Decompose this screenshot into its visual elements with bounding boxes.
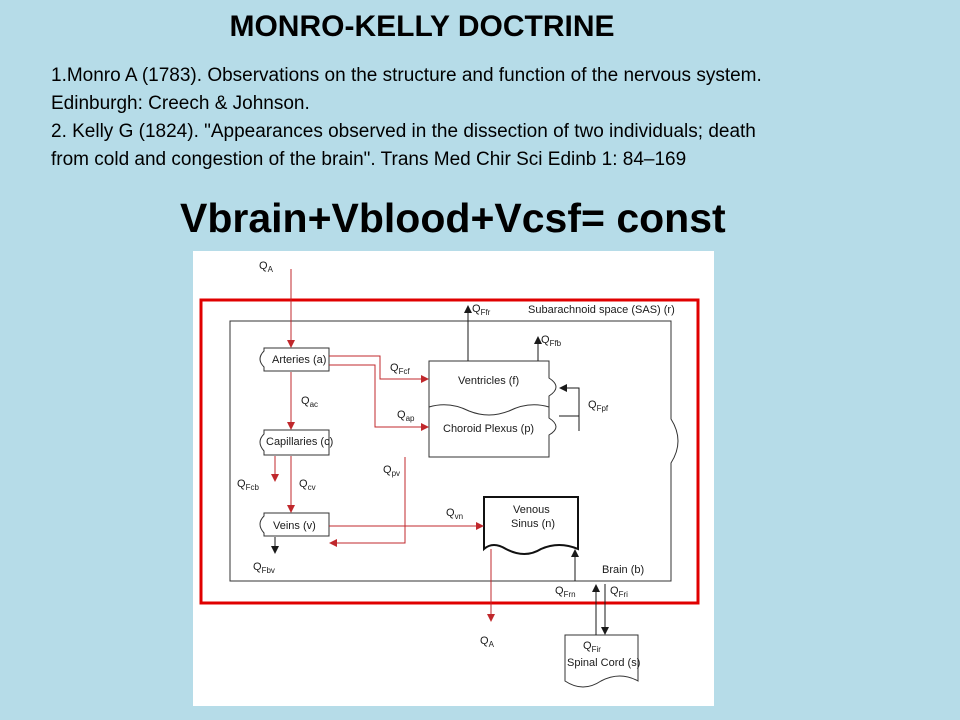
flow-arrow [329,457,406,547]
flow-label-qvn: Qvn [446,507,463,521]
label-veins: Veins (v) [273,520,316,532]
ventricles-choroid-divider [428,404,550,416]
flow-label-qfrn: QFrn [555,585,576,599]
flow-label-qfbv: QFbv [253,561,275,575]
reference-line: Edinburgh: Creech & Johnson. [51,93,310,114]
monro-kellie-diagram: Arteries (a) Capillaries (c) Veins (v) V… [193,251,714,706]
flow-label-qap: Qap [397,409,415,423]
flow-label-qfpf: QFpf [588,399,609,413]
reference-line: 1.Monro A (1783). Observations on the st… [51,65,762,86]
capillaries-box [259,429,330,456]
flow-label-qfri: QFri [610,585,628,599]
label-venous: Venous [513,504,550,516]
brain-boundary [229,320,679,582]
flow-label-qfir: QFir [583,640,601,654]
veins-box [259,512,330,537]
reference-line: from cold and congestion of the brain". … [51,149,687,170]
venous-sinus-box [483,496,579,555]
diagram-svg: Arteries (a) Capillaries (c) Veins (v) V… [199,260,700,688]
references: 1.Monro A (1783). Observations on the st… [51,62,931,174]
flow-label-qfcf: QFcf [390,362,410,376]
flow-label-qfcb: QFcb [237,478,259,492]
label-spinal-cord: Spinal Cord (s) [567,657,640,669]
flow-label-qcv: Qcv [299,478,316,492]
flow-label-qa-out: QA [480,635,495,649]
label-brain: Brain (b) [602,564,644,576]
label-ventricles: Ventricles (f) [458,375,519,387]
label-sas: Subarachnoid space (SAS) (r) [528,304,675,316]
flow-label-qffb: QFfb [541,334,562,348]
spinal-cord-box [564,634,639,688]
label-choroid-plexus: Choroid Plexus (p) [443,423,534,435]
flow-label-qac: Qac [301,395,318,409]
label-arteries: Arteries (a) [272,354,326,366]
flow-arrow [559,384,580,431]
flow-arrow [329,364,429,431]
ventricles-choroid-box [428,360,557,458]
flow-arrow [329,355,429,383]
arteries-box [259,347,330,372]
highlight-frame [199,298,700,605]
reference-line: 2. Kelly G (1824). "Appearances observed… [51,121,756,142]
volume-formula: Vbrain+Vblood+Vcsf= const [180,195,726,241]
label-sinus: Sinus (n) [511,518,555,530]
flow-label-qpv: Qpv [383,464,400,478]
slide-title: MONRO-KELLY DOCTRINE [229,10,615,43]
flow-label-qa-in: QA [259,260,274,274]
label-capillaries: Capillaries (c) [266,436,333,448]
flow-label-qffr: QFfr [472,303,491,317]
